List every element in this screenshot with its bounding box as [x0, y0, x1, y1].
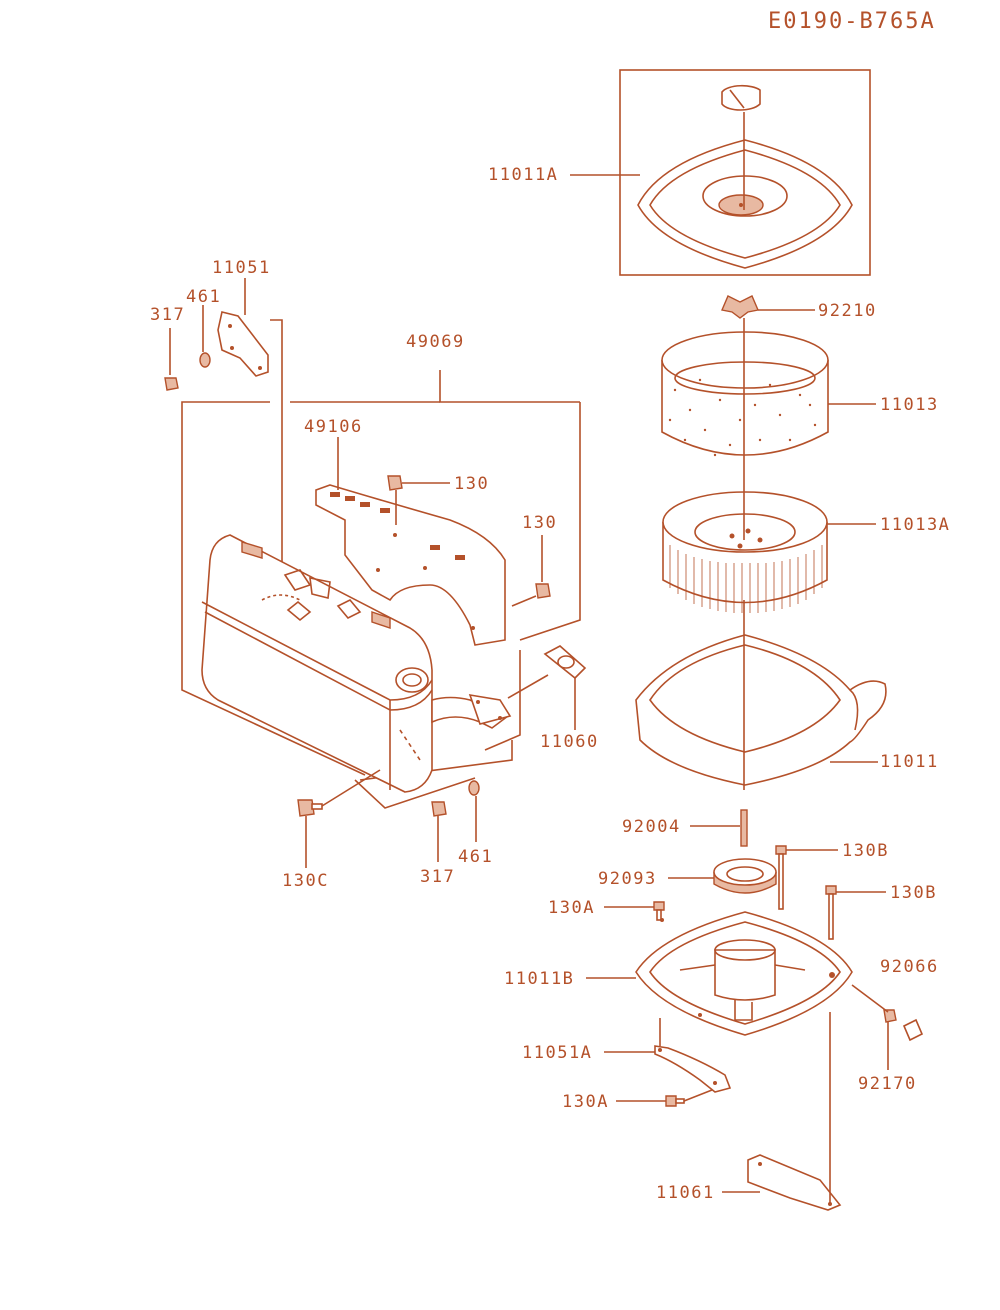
- label-11011[interactable]: 11011: [880, 752, 939, 772]
- part-130A-bolt-1[interactable]: [653, 901, 665, 921]
- part-49106-shield[interactable]: [315, 484, 506, 646]
- label-11011B[interactable]: 11011B: [504, 969, 574, 989]
- label-92170[interactable]: 92170: [858, 1074, 917, 1094]
- part-92066-plug[interactable]: [902, 1018, 924, 1042]
- label-92210[interactable]: 92210: [818, 301, 877, 321]
- part-11011A-cover[interactable]: [637, 139, 853, 269]
- label-130C[interactable]: 130C: [282, 871, 329, 891]
- part-92210-wingnut[interactable]: [721, 295, 759, 319]
- part-knob[interactable]: [721, 84, 761, 111]
- part-130B-bolt-1[interactable]: [775, 845, 787, 910]
- label-11060[interactable]: 11060: [540, 732, 599, 752]
- label-11051A[interactable]: 11051A: [522, 1043, 592, 1063]
- label-92004[interactable]: 92004: [622, 817, 681, 837]
- part-exhaust-pipe[interactable]: [431, 693, 512, 729]
- part-130C-bolt[interactable]: [297, 799, 323, 817]
- part-92093-seal[interactable]: [713, 858, 777, 894]
- part-11051A-bracket[interactable]: [654, 1045, 732, 1093]
- part-11013-precleaner[interactable]: [661, 331, 829, 457]
- label-130B-1[interactable]: 130B: [842, 841, 889, 861]
- part-130-bolt-2[interactable]: [535, 583, 551, 599]
- label-11011A[interactable]: 11011A: [488, 165, 558, 185]
- diagram-code: E0190-B765A: [768, 9, 936, 34]
- label-11013[interactable]: 11013: [880, 395, 939, 415]
- label-130A-1[interactable]: 130A: [548, 898, 595, 918]
- part-92004-stud[interactable]: [740, 809, 748, 847]
- part-130-bolt-1[interactable]: [387, 475, 403, 491]
- label-317-2[interactable]: 317: [420, 867, 455, 887]
- part-11061-stay[interactable]: [747, 1154, 842, 1211]
- part-11051-bracket[interactable]: [217, 311, 269, 377]
- label-92093[interactable]: 92093: [598, 869, 657, 889]
- label-49106[interactable]: 49106: [304, 417, 363, 437]
- part-92170-nipple[interactable]: [883, 1009, 897, 1023]
- part-11011-body[interactable]: [635, 634, 887, 786]
- part-11011B-base[interactable]: [635, 911, 853, 1036]
- label-130-2[interactable]: 130: [522, 513, 557, 533]
- part-461-washer-1[interactable]: [199, 352, 211, 368]
- part-11060-gasket[interactable]: [543, 645, 587, 680]
- assembly-outline-49069: [181, 319, 581, 809]
- label-11061[interactable]: 11061: [656, 1183, 715, 1203]
- part-461-washer-2[interactable]: [468, 780, 480, 796]
- label-49069[interactable]: 49069: [406, 332, 465, 352]
- part-11013A-element[interactable]: [662, 491, 828, 613]
- label-11013A[interactable]: 11013A: [880, 515, 950, 535]
- label-92066[interactable]: 92066: [880, 957, 939, 977]
- label-130A-2[interactable]: 130A: [562, 1092, 609, 1112]
- part-muffler[interactable]: [201, 534, 433, 793]
- part-130B-bolt-2[interactable]: [825, 885, 837, 940]
- part-317-nut-2[interactable]: [431, 801, 447, 817]
- label-461-1[interactable]: 461: [186, 287, 221, 307]
- part-130A-bolt-2[interactable]: [665, 1095, 685, 1107]
- label-11051[interactable]: 11051: [212, 258, 271, 278]
- cover-inset-box: [619, 69, 871, 276]
- part-317-nut-1[interactable]: [164, 377, 179, 391]
- label-461-2[interactable]: 461: [458, 847, 493, 867]
- label-130-1[interactable]: 130: [454, 474, 489, 494]
- label-317-1[interactable]: 317: [150, 305, 185, 325]
- label-130B-2[interactable]: 130B: [890, 883, 937, 903]
